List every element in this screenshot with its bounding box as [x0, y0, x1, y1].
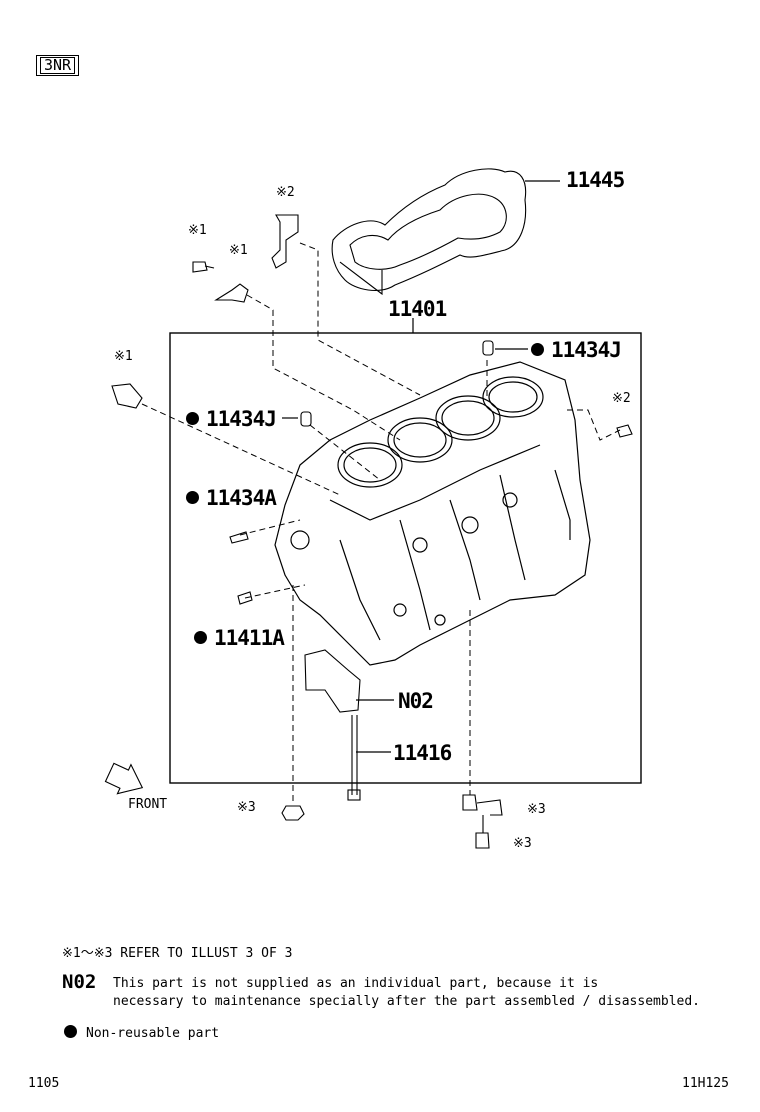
non-reusable-dot-icon	[531, 342, 544, 356]
part-label-11434a[interactable]: 11434A	[186, 486, 277, 510]
part-label-11434j-left[interactable]: 11434J	[186, 407, 277, 431]
non-reusable-dot-icon	[194, 630, 207, 644]
part-label-11434j-right[interactable]: 11434J	[531, 338, 622, 362]
front-direction-label: FRONT	[128, 797, 168, 812]
legend-text: Non-reusable part	[86, 1026, 220, 1041]
non-reusable-dot-icon	[186, 490, 199, 504]
part-number-text: 11411A	[214, 626, 285, 650]
dashed-lines	[141, 242, 621, 805]
part-label-11411a[interactable]: 11411A	[194, 626, 285, 650]
ref-label-2-top: ※2	[276, 185, 295, 200]
footer-right: 11H125	[682, 1076, 729, 1091]
refer-note: ※1～※3 REFER TO ILLUST 3 OF 3	[62, 946, 293, 961]
part-label-11416[interactable]: 11416	[393, 741, 452, 765]
part-label-11401[interactable]: 11401	[388, 297, 447, 321]
engine-code-text: 3NR	[40, 57, 76, 74]
part-label-11445[interactable]: 11445	[566, 168, 625, 192]
cylinder-block	[274, 361, 591, 666]
part-number-text: 11434J	[551, 338, 622, 362]
ref-label-1-clip: ※1	[229, 243, 248, 258]
ref-label-1-bolt: ※1	[188, 223, 207, 238]
part-number-text: 11434A	[206, 486, 277, 510]
part-number-text: 11434J	[206, 407, 277, 431]
ref-label-2-pin: ※2	[612, 391, 631, 406]
small-parts	[104, 214, 633, 849]
ref-label-3-fitting: ※3	[527, 802, 546, 817]
ref-label-3-bolt: ※3	[513, 836, 532, 851]
footer-left: 1105	[28, 1076, 60, 1091]
note-line-2: necessary to maintenance specially after…	[113, 994, 700, 1009]
note-code: N02	[62, 971, 97, 993]
part-label-n02[interactable]: N02	[398, 689, 434, 713]
engine-code-tag: 3NR	[36, 55, 80, 76]
non-reusable-dot-icon	[186, 411, 199, 425]
note-line-1: This part is not supplied as an individu…	[113, 976, 599, 991]
legend-dot-icon	[64, 1025, 77, 1038]
assembly-frame	[169, 332, 642, 784]
ref-label-1-sensor: ※1	[114, 349, 133, 364]
ref-label-3-nut: ※3	[237, 800, 256, 815]
legend: Non-reusable part	[64, 1025, 220, 1041]
leader-lines	[282, 180, 560, 753]
water-jacket-spacer	[331, 168, 527, 296]
